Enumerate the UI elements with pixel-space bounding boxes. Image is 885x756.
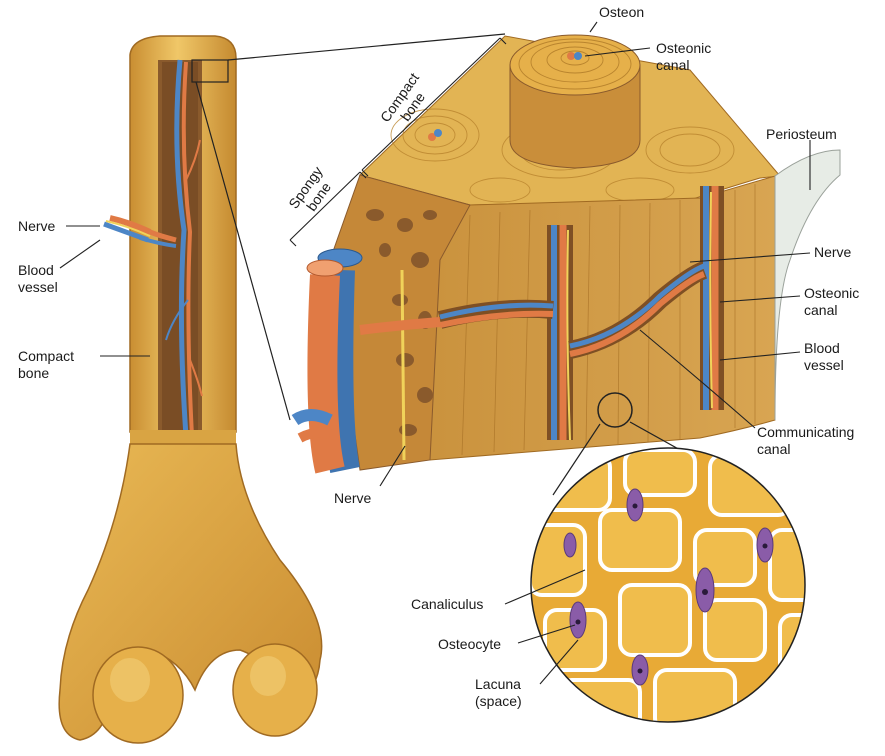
- label-communicating-canal: Communicating canal: [757, 424, 854, 458]
- label-blood-vessel-right: Blood vessel: [804, 340, 844, 374]
- label-osteocyte: Osteocyte: [438, 636, 501, 653]
- label-compact-bone-left: Compact bone: [18, 348, 74, 382]
- label-lacuna: Lacuna (space): [475, 676, 522, 710]
- label-osteonic-canal-top: Osteonic canal: [656, 40, 711, 74]
- compact-bone-block: [295, 35, 840, 470]
- label-nerve-right: Nerve: [814, 244, 851, 261]
- label-periosteum: Periosteum: [766, 126, 837, 143]
- label-osteonic-canal-right: Osteonic canal: [804, 285, 859, 319]
- label-canaliculus: Canaliculus: [411, 596, 483, 613]
- label-osteon: Osteon: [599, 4, 644, 21]
- label-nerve-bottom: Nerve: [334, 490, 371, 507]
- long-bone: [59, 36, 322, 743]
- label-nerve-left: Nerve: [18, 218, 55, 235]
- label-blood-vessel-left: Blood vessel: [18, 262, 58, 296]
